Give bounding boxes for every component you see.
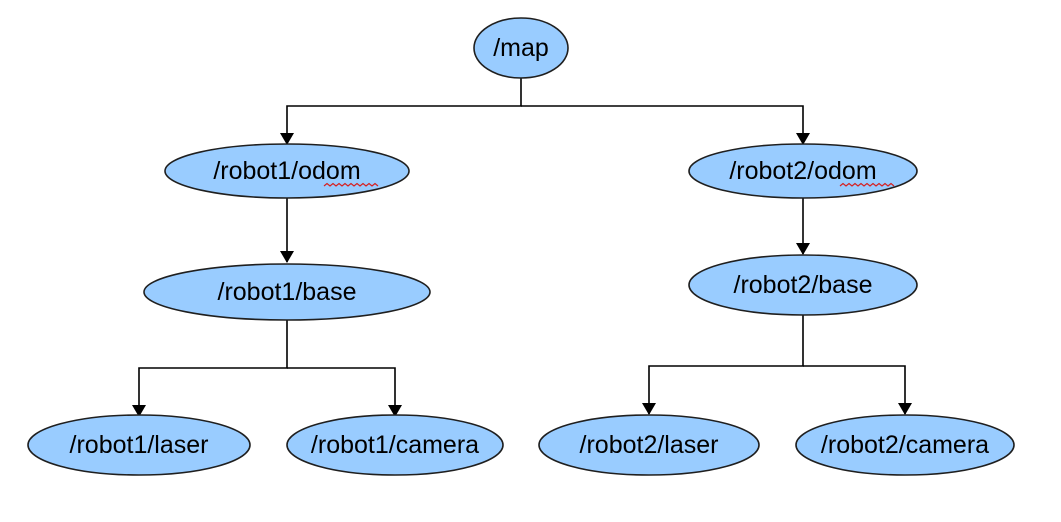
node-label-robot2-camera: /robot2/camera [821,431,989,459]
node-robot1-odom: /robot1/odom [164,143,410,199]
edge-map-to-robot2-odom [521,105,810,145]
node-label-robot1-laser: /robot1/laser [70,431,209,459]
edge-map-to-robot1-odom [280,78,522,145]
node-label-robot2-laser: /robot2/laser [580,431,719,459]
edge-robot1-base-to-robot1-camera [287,367,402,417]
node-robot2-base: /robot2/base [688,254,918,316]
node-label-robot1-camera: /robot1/camera [311,431,479,459]
node-map: /map [473,17,569,79]
node-robot1-camera: /robot1/camera [286,414,504,476]
node-label-map: /map [493,34,549,62]
node-label-robot2-odom: /robot2/odom [729,157,876,185]
node-robot2-camera: /robot2/camera [795,414,1015,476]
edges [132,78,912,417]
node-label-robot1-odom: /robot1/odom [213,157,360,185]
node-robot1-laser: /robot1/laser [27,414,251,476]
edge-robot2-base-to-robot2-laser [642,315,804,415]
edge-robot1-base-to-robot1-laser [132,320,288,417]
node-label-robot1-base: /robot1/base [218,278,357,306]
edge-robot2-base-to-robot2-camera [803,365,912,415]
spellcheck-underline [323,182,379,187]
node-label-robot2-base: /robot2/base [734,271,873,299]
spellcheck-underline [839,182,895,187]
node-robot2-odom: /robot2/odom [688,143,918,199]
node-robot1-base: /robot1/base [143,263,431,321]
node-robot2-laser: /robot2/laser [538,414,760,476]
